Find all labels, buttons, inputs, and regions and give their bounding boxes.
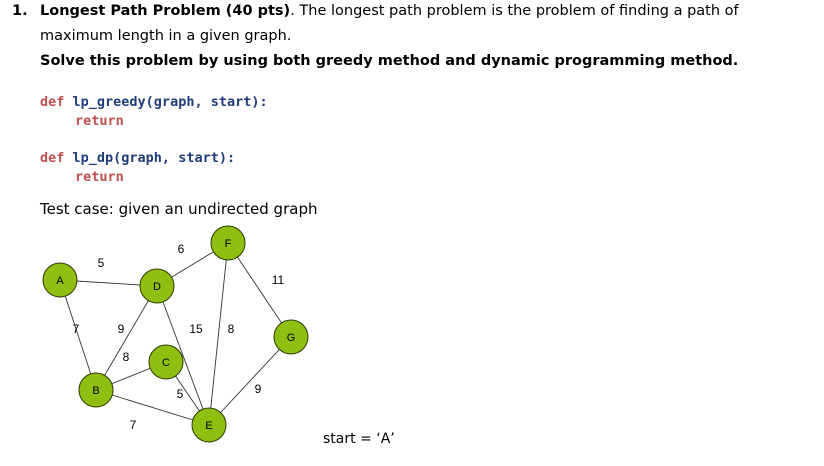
- question-instruction: Solve this problem by using both greedy …: [40, 53, 739, 69]
- question-intro-text: . The longest path problem is the proble…: [290, 3, 739, 19]
- node-label-D: D: [153, 281, 161, 293]
- edge-weight-C-E: 5: [177, 387, 184, 401]
- dp-function-signature: lp_dp(graph, start):: [72, 150, 236, 166]
- greedy-function-signature: lp_greedy(graph, start):: [72, 94, 268, 110]
- edge-weight-B-D: 9: [118, 322, 125, 336]
- node-circle-F: [210, 225, 246, 261]
- node-circle-B: [78, 372, 114, 408]
- question-number: 1.: [12, 3, 28, 19]
- node-label-G: G: [287, 332, 296, 344]
- question-intro-line2: maximum length in a given graph.: [40, 28, 292, 44]
- node-circle-E: [191, 407, 227, 443]
- edge-weight-A-B: 7: [73, 322, 80, 336]
- start-label: start = ‘A’: [323, 431, 395, 447]
- node-G: G: [273, 319, 309, 355]
- node-circle-D: [139, 268, 175, 304]
- node-B: B: [78, 372, 114, 408]
- edge-weight-A-D: 5: [98, 256, 105, 270]
- dp-def-keyword: def: [40, 150, 65, 166]
- node-label-A: A: [56, 275, 64, 287]
- dp-signature: def lp_dp(graph, start):: [40, 150, 235, 166]
- node-circle-A: [42, 262, 78, 298]
- node-D: D: [139, 268, 175, 304]
- edge-D-E: [156, 285, 210, 426]
- edge-G-E: [208, 336, 292, 426]
- edge-weight-G-E: 9: [255, 382, 262, 396]
- edge-weight-B-C: 8: [123, 350, 130, 364]
- test-case-label: Test case: given an undirected graph: [40, 200, 318, 218]
- node-label-C: C: [162, 357, 170, 369]
- edge-F-G: [227, 242, 292, 338]
- edge-B-E: [95, 389, 210, 426]
- node-E: E: [191, 407, 227, 443]
- node-A: A: [42, 262, 78, 298]
- node-label-F: F: [225, 238, 232, 250]
- edge-weight-D-F: 6: [178, 242, 185, 256]
- node-circle-C: [148, 344, 184, 380]
- edge-F-E: [208, 242, 229, 426]
- node-label-B: B: [92, 385, 99, 397]
- edge-weight-B-E: 7: [130, 418, 137, 432]
- edge-weight-F-E: 8: [228, 322, 235, 336]
- node-label-E: E: [205, 420, 212, 432]
- edge-weight-F-G: 11: [272, 273, 285, 287]
- greedy-def-keyword: def: [40, 94, 65, 110]
- greedy-signature: def lp_greedy(graph, start):: [40, 94, 268, 110]
- edge-A-B: [59, 279, 97, 391]
- edge-weight-D-E: 15: [189, 322, 203, 336]
- node-circle-G: [273, 319, 309, 355]
- dp-return: return: [75, 169, 124, 185]
- greedy-return: return: [75, 113, 124, 129]
- question-intro-line1: Longest Path Problem (40 pts). The longe…: [40, 3, 739, 19]
- node-C: C: [148, 344, 184, 380]
- question-title: Longest Path Problem (40 pts): [40, 3, 291, 19]
- edge-B-D: [95, 285, 158, 391]
- node-F: F: [210, 225, 246, 261]
